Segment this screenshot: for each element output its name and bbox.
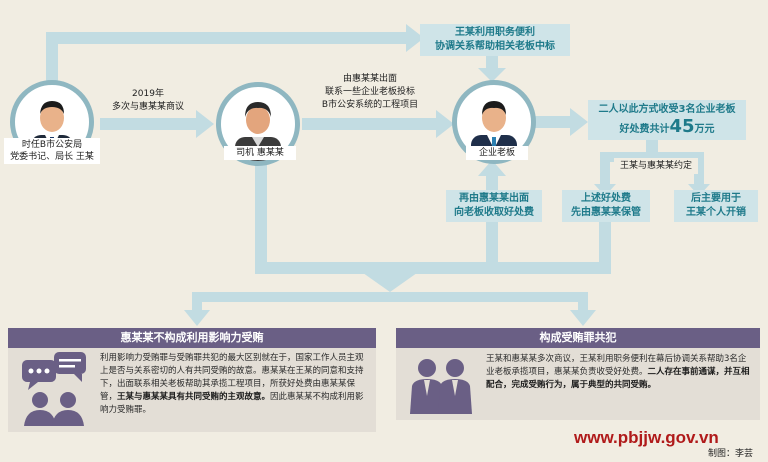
bribe-total-prefix: 好处费共计	[619, 124, 670, 135]
boss-label: 企业老板	[466, 146, 528, 160]
left-panel-text: 利用影响力受贿罪与受贿罪共犯的最大区别就在于，国家工作人员主观上是否与关系密切的…	[100, 353, 364, 415]
two-people-icon	[410, 359, 472, 414]
arrow-wang-hui-text: 2019年 多次与惠某某商议	[111, 89, 184, 112]
coordinate-box: 王某利用职务便利 协调关系帮助相关老板中标	[420, 24, 570, 56]
right-panel-title: 构成受贿罪共犯	[396, 328, 760, 348]
left-panel-title: 惠某某不构成利用影响力受贿	[8, 328, 376, 348]
site-brand: www.pbjjw.gov.vn	[574, 428, 719, 447]
right-panel-text: 王某和惠某某多次商议，王某利用职务便利在幕后协调关系帮助3名企业老板承揽项目，惠…	[486, 354, 750, 390]
bribe-total-unit: 万元	[694, 124, 715, 135]
right-panel-bold-text: 二人存在事前通谋，并互相配合，完成受贿行为，属于典型的共同受贿。	[486, 367, 750, 390]
hui-label: 司机 惠某某	[224, 146, 296, 160]
left-panel-bold-text: 王某与惠某某具有共同受贿的主观故意。	[117, 392, 271, 402]
collect-fee-box: 再由惠某某出面 向老板收取好处费	[446, 190, 542, 222]
keep-fee-box: 上述好处费 先由惠某某保管	[562, 190, 650, 222]
credit-text: 制图：李芸	[708, 449, 754, 459]
wang-label: 时任B市公安局 党委书记、局长 王某	[4, 138, 100, 164]
discussion-icon	[22, 352, 86, 426]
spend-fee-box: 后主要用于 王某个人开销	[674, 190, 758, 222]
bribe-total-amount: 45	[669, 116, 695, 137]
agreement-label: 王某与惠某某约定	[614, 158, 698, 174]
arrow-hui-boss-text: 由惠某某出面 联系一些企业老板投标 B市公安系统的工程项目	[321, 74, 419, 110]
bribe-total-box: 二人以此方式收受3名企业老板 好处费共计45万元	[588, 100, 746, 140]
